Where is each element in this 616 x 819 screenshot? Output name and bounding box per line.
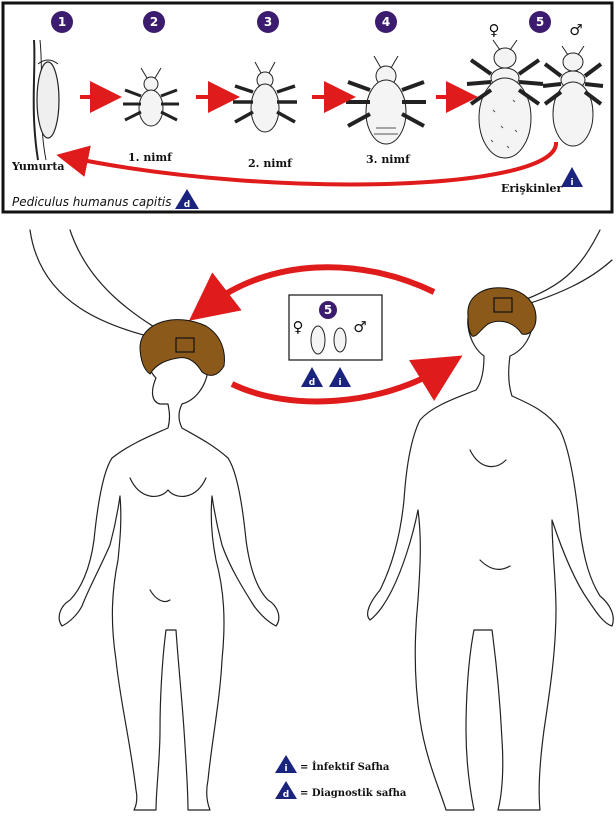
stage-number-1: 1	[51, 11, 73, 33]
inset-female-symbol: ♀	[293, 318, 304, 336]
legend-diagnostic-label: = Diagnostik safha	[300, 788, 407, 799]
stage-number-2: 2	[143, 11, 165, 33]
svg-text:d: d	[309, 378, 315, 388]
stage-label-nymph-2: 2. nimf	[248, 157, 293, 170]
legend-infective-label: = İnfektif Safha	[300, 760, 390, 773]
stage-label-nymph-3: 3. nimf	[366, 153, 411, 166]
inset-infective-icon: i	[329, 367, 351, 388]
svg-text:d: d	[184, 200, 190, 210]
inset-male-symbol: ♂	[353, 318, 366, 336]
svg-text:4: 4	[382, 15, 390, 29]
svg-text:1: 1	[58, 15, 66, 29]
inset-male-louse	[334, 328, 346, 352]
svg-text:i: i	[570, 178, 573, 188]
stage-label-adults: Erişkinler	[501, 182, 563, 195]
stage-label-nymph-1: 1. nimf	[128, 151, 173, 164]
svg-text:5: 5	[324, 303, 332, 317]
stage-number-3: 3	[257, 11, 279, 33]
stage-number-4: 4	[375, 11, 397, 33]
female-figure	[59, 332, 279, 810]
stage-number-5: 5	[529, 11, 551, 33]
inset-stage-number: 5	[319, 301, 337, 319]
legend-infective: i = Diagnostik safha = İnfektif Safha	[275, 755, 390, 774]
male-symbol: ♂	[569, 21, 582, 39]
female-hair	[140, 320, 224, 376]
svg-text:i: i	[284, 764, 287, 774]
female-symbol: ♀	[489, 21, 500, 39]
svg-text:i: i	[338, 378, 341, 388]
legend-diagnostic: d = Diagnostik safha	[275, 781, 407, 800]
male-figure	[368, 290, 614, 810]
svg-text:5: 5	[536, 15, 544, 29]
svg-text:2: 2	[150, 15, 158, 29]
inset-female-louse	[311, 326, 325, 354]
svg-text:d: d	[283, 790, 289, 800]
species-name: Pediculus humanus capitis	[12, 195, 172, 209]
svg-text:3: 3	[264, 15, 272, 29]
stage-label-egg: Yumurta	[11, 160, 65, 173]
inset-diagnostic-icon: d	[301, 367, 323, 388]
